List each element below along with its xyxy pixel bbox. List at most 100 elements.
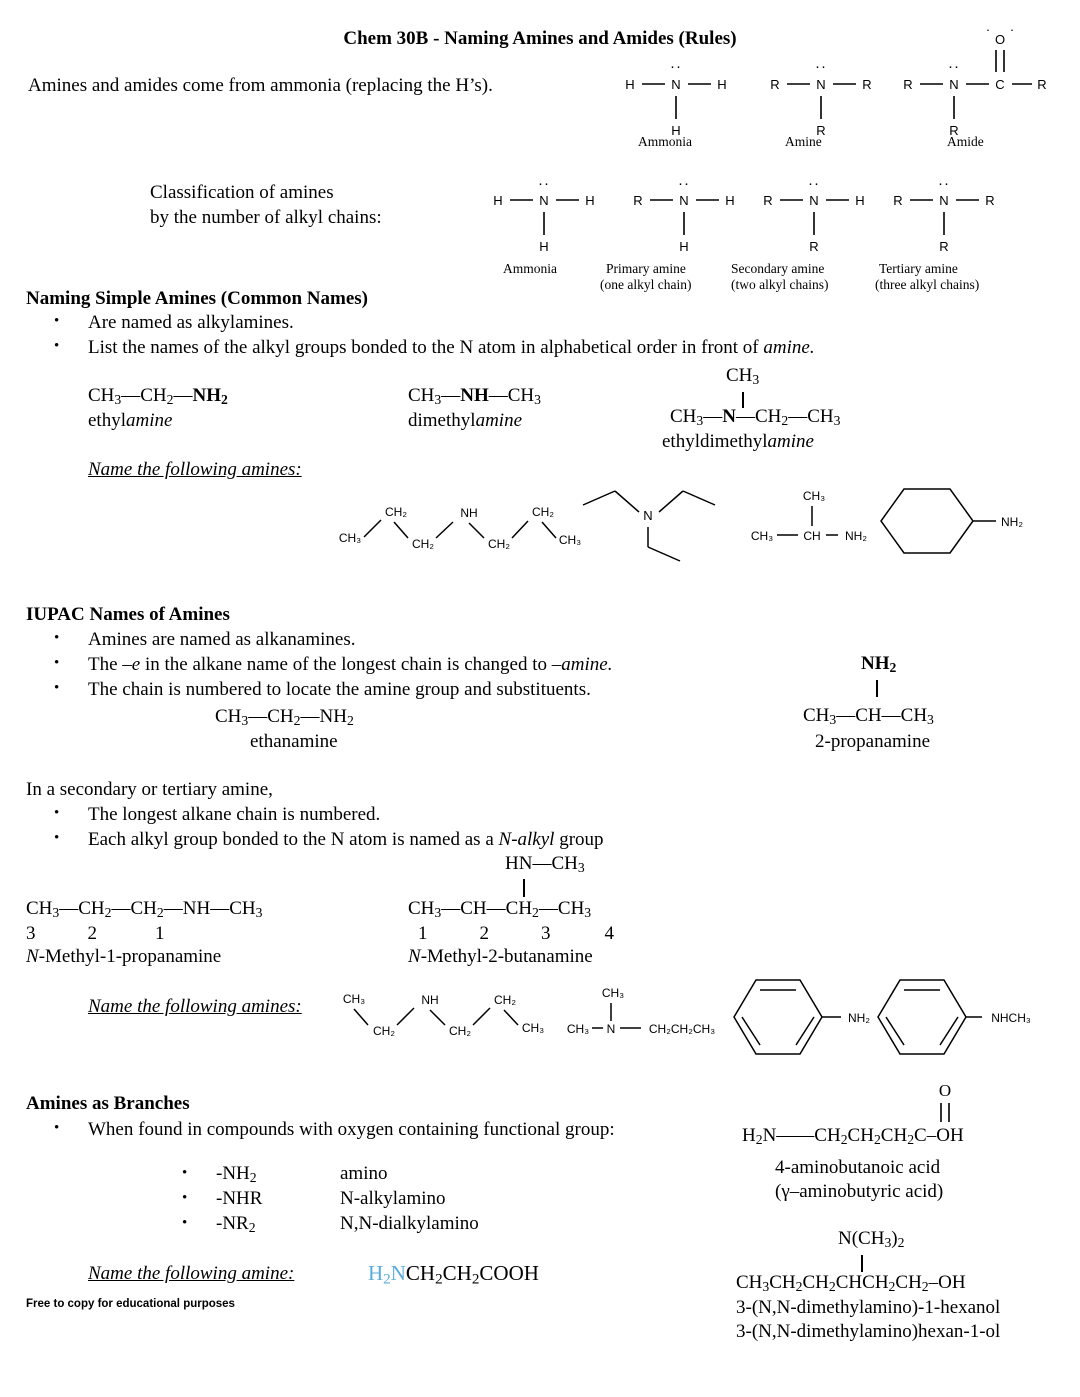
atom-label-r-bottom: R: [949, 123, 958, 138]
label-rest: -Methyl-1-propanamine: [38, 946, 222, 967]
structure-class-primary: R N ·· H H: [633, 175, 734, 254]
top-structures-group: H N ·· H H R N ·· R R R: [600, 22, 1046, 152]
atom-label-o: O: [939, 1081, 951, 1100]
atom-label-ch2: CH₂: [494, 993, 516, 1007]
b2-i1: –e: [122, 654, 141, 675]
example-butanamine-numbers: 1 2 3 4: [418, 923, 614, 945]
section-heading-branches: Amines as Branches: [26, 1093, 190, 1114]
label-n: N: [408, 946, 421, 967]
gaba-formula: H2N——CH2CH2CH2C–OH: [742, 1125, 964, 1147]
atom-label-h-bottom: H: [671, 123, 680, 138]
atom-label-c: C: [995, 77, 1004, 92]
atom-label-nh2: NH₂: [845, 529, 867, 543]
caption-class-primary-1: Primary amine: [606, 261, 686, 276]
atom-label-r-right: R: [862, 77, 871, 92]
atom-label-h-right: H: [717, 77, 726, 92]
branch-group-nhr: -NHR: [216, 1188, 263, 1209]
atom-label-ch3: CH₃: [567, 1022, 589, 1036]
example-ethyldimethylamine-formula: CH3—N—CH2—CH3: [670, 406, 841, 428]
atom-label-n: N: [939, 193, 948, 208]
label-prefix: ethyl: [88, 410, 126, 431]
lone-pair-icon: ··: [678, 175, 690, 192]
atom-label-ch2: CH₂: [373, 1024, 395, 1038]
practice-formula-gaba: H2NCH2CH2COOH: [368, 1261, 539, 1289]
atom-label-ch2: CH₂: [488, 537, 510, 551]
label-prefix: ethyldimethyl: [662, 431, 768, 452]
caption-class-primary-2: (one alkyl chain): [600, 277, 692, 292]
lone-pair-icon: ··: [948, 58, 960, 75]
chain-number: 2: [479, 923, 490, 944]
bullet-icon: •: [182, 1165, 188, 1181]
practice-structure-n-methylaniline: NHCH₃: [872, 976, 1037, 1058]
practice-structure-ethylpropylamine: CH₃ CH₂ NH CH₂ CH₂ CH₃: [340, 983, 545, 1038]
formula-blue-part: H2N: [368, 1261, 406, 1288]
atom-label-ch3: CH₃: [522, 1021, 544, 1035]
branch-name-nn-dialkylamino: N,N-dialkylamino: [340, 1213, 479, 1234]
bullet-icon: •: [54, 830, 60, 846]
label-italic: amine: [767, 431, 814, 452]
atom-label-ch3: CH₃: [803, 489, 825, 503]
chain-number: 3: [541, 923, 551, 944]
practice-structure-dimethylpropylamine: CH₃ CH₃ N CH₂CH₂CH₃: [565, 983, 725, 1038]
structure-amine: R N ·· R R: [770, 58, 871, 138]
label-prefix: dimethyl: [408, 410, 476, 431]
atom-label-right: H: [585, 193, 594, 208]
example-butanamine-formula: CH3—CH—CH2—CH3: [408, 898, 592, 920]
chain-number: 2: [87, 923, 98, 944]
hexanol-formula: CH3CH2CH2CHCH2CH2–OH: [736, 1272, 966, 1294]
atom-label-n: N: [671, 77, 680, 92]
chain-number: 1: [418, 923, 428, 944]
bullet-icon: •: [182, 1190, 188, 1206]
structure-ammonia: H N ·· H H: [625, 58, 726, 138]
practice-structure-isopropylamine: CH₃ CH₃ CH NH₂: [746, 484, 867, 546]
branch-group-nh2: -NH2: [216, 1163, 257, 1185]
structure-4-aminobutanoic-acid: O: [740, 1078, 1000, 1138]
atom-label-right: R: [985, 193, 994, 208]
branch-group-nr2: -NR2: [216, 1213, 256, 1235]
atom-label-bottom: H: [539, 239, 548, 254]
atom-label-n: N: [949, 77, 958, 92]
branch-name-amino: amino: [340, 1163, 388, 1184]
practice-structure-aniline: NH₂: [728, 976, 873, 1058]
atom-label-bottom: R: [809, 239, 818, 254]
chain-number: 4: [604, 923, 615, 944]
chain-number: 3: [26, 923, 36, 944]
hexanol-top-group: N(CH3)2: [838, 1228, 905, 1250]
atom-label-nh: NH: [421, 993, 438, 1007]
practice-structure-dipropylamine: CH₃ CH₂ CH₂ NH CH₂ CH₂ CH₃: [336, 492, 581, 552]
atom-label-nhch3: NHCH₃: [991, 1011, 1031, 1025]
atom-label-h-left: H: [625, 77, 634, 92]
iupac-example-propanamine-label: 2-propanamine: [815, 731, 931, 752]
b2-a: The: [88, 654, 123, 675]
example-ethylamine-formula: CH3—CH2—NH2: [88, 385, 228, 407]
bullet-icon: •: [54, 680, 60, 696]
atom-label-right: H: [855, 193, 864, 208]
formula-black-part: CH2CH2COOH: [405, 1261, 539, 1288]
section-heading-simple-amines: Naming Simple Amines (Common Names): [26, 288, 368, 309]
iupac-example-ethanamine-formula: CH3—CH2—NH2: [215, 706, 354, 728]
atom-label-r-far-right: R: [1037, 77, 1046, 92]
bullet-icon: •: [54, 313, 60, 329]
example-ethyldimethylamine-label: ethyldimethylamine: [662, 431, 814, 453]
simple-amines-bullet-1: Are named as alkylamines.: [88, 312, 294, 333]
caption-class-secondary-1: Secondary amine: [731, 261, 825, 276]
bond-vertical: [523, 879, 525, 897]
bullet-2-italic: amine.: [763, 337, 815, 358]
bullet-icon: •: [54, 655, 60, 671]
page-title: Chem 30B - Naming Amines and Amides (Rul…: [343, 28, 737, 49]
caption-class-tertiary-2: (three alkyl chains): [875, 277, 980, 292]
atom-label-n: N: [809, 193, 818, 208]
example-propanamine-formula: CH3—CH2—CH2—NH—CH3: [26, 898, 263, 920]
atom-label-ch2: CH₂: [532, 505, 554, 519]
structure-class-ammonia: H N ·· H H: [493, 175, 594, 254]
chain-number: 1: [155, 923, 165, 944]
bullet-icon: •: [54, 338, 60, 354]
atom-label-nh2: NH₂: [848, 1011, 870, 1025]
branch-name-n-alkylamino: N-alkylamino: [340, 1188, 446, 1209]
secondary-tertiary-bullet-1: The longest alkane chain is numbered.: [88, 804, 381, 825]
practice-prompt-3: Name the following amine:: [88, 1263, 295, 1284]
iupac-example-propanamine-top: NH2: [861, 653, 897, 675]
caption-amine: Amine: [785, 134, 822, 149]
atom-label-ch3: CH₃: [343, 992, 365, 1006]
